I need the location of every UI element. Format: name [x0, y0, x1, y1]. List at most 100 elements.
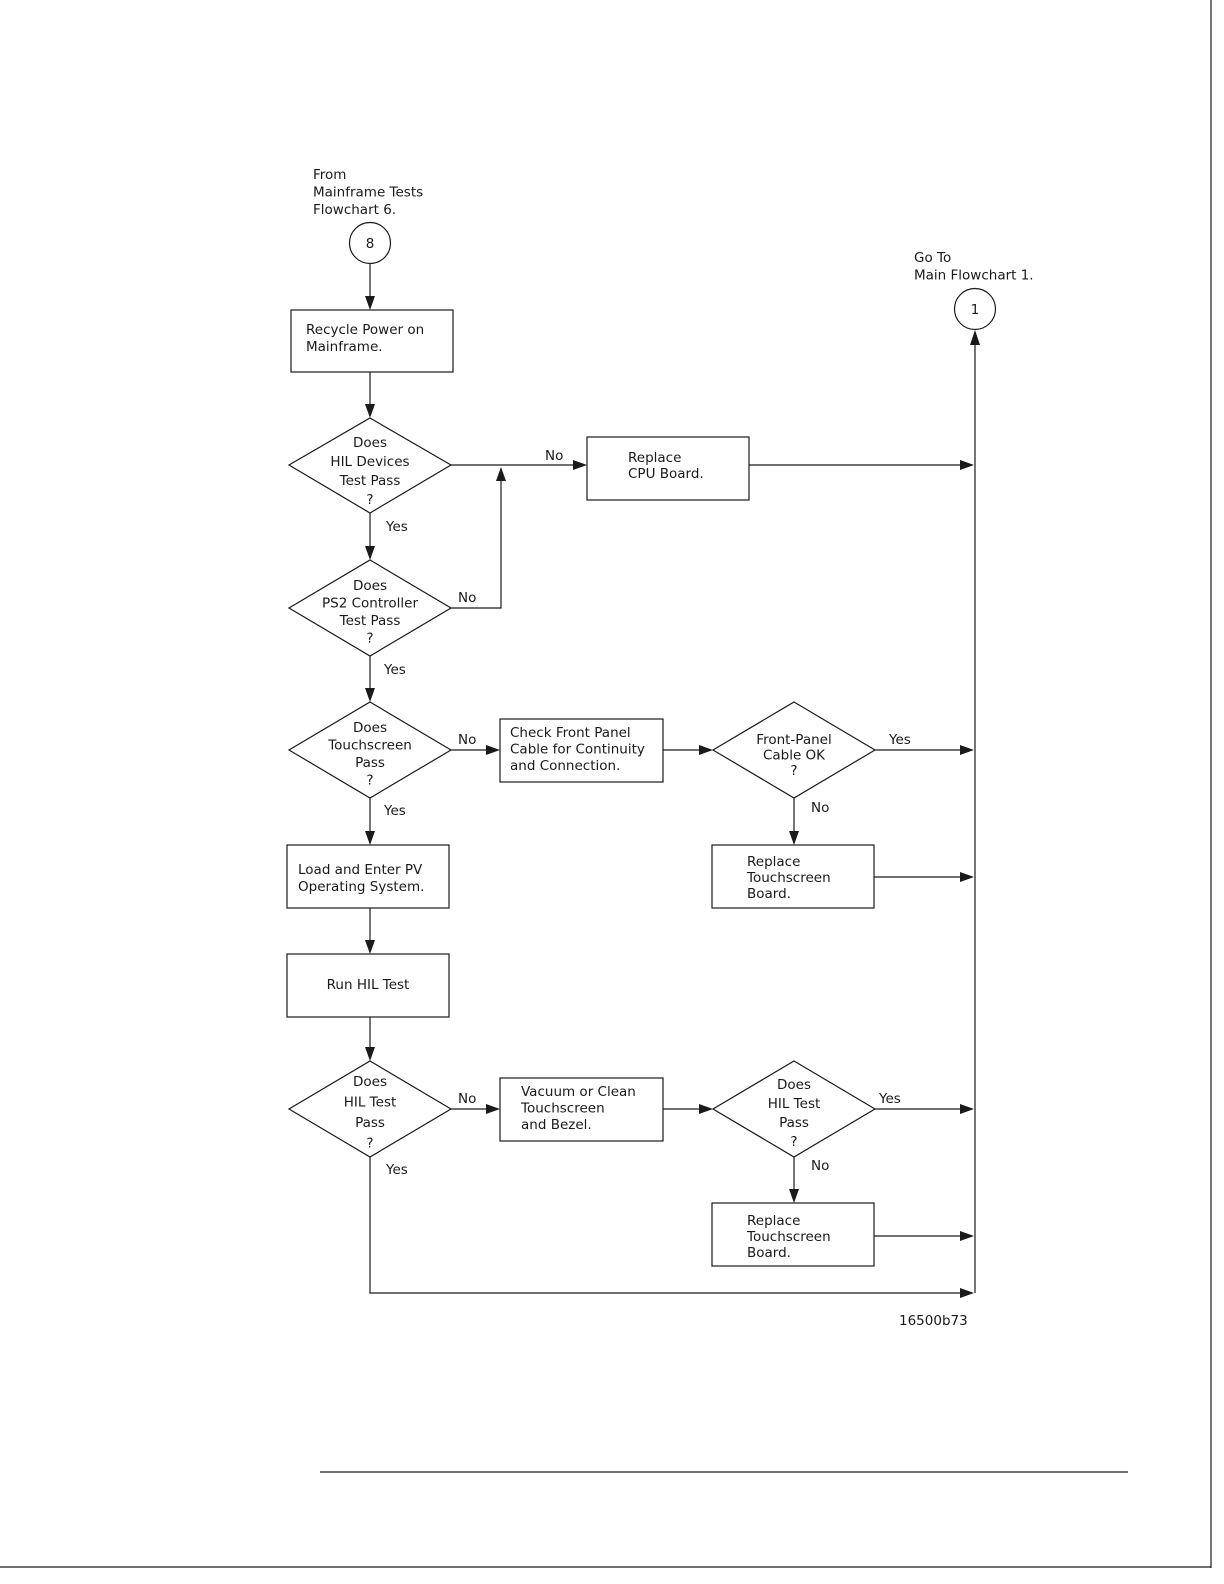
- text-line: Vacuum or Clean: [521, 1084, 636, 1100]
- arrowhead: [365, 940, 375, 954]
- arrowhead: [486, 745, 500, 755]
- arrowhead: [960, 460, 974, 470]
- arrowhead: [496, 467, 506, 481]
- text-line: Replace: [747, 854, 800, 870]
- text-line: CPU Board.: [628, 466, 704, 482]
- text-line: Test Pass: [339, 473, 401, 489]
- text-line: Load and Enter PV: [298, 862, 423, 878]
- text-line: Does: [353, 1074, 387, 1090]
- text-line: HIL Test: [344, 1095, 397, 1111]
- replace-touchscreen-box-2: [711, 1202, 875, 1267]
- arrowhead: [365, 296, 375, 310]
- text-line: and Connection.: [510, 758, 620, 774]
- text-line: Mainframe.: [306, 339, 383, 355]
- arrowhead: [960, 872, 974, 882]
- text-line: ?: [366, 1136, 373, 1152]
- arrowhead: [789, 831, 799, 845]
- text-line: HIL Devices: [330, 454, 409, 470]
- edge-label-cable-ok-yes: Yes: [888, 732, 911, 748]
- text-line: ?: [366, 773, 373, 789]
- edge-label-touchscreen-no: No: [458, 732, 476, 748]
- vacuum-clean-box: [499, 1077, 664, 1142]
- text-line: Board.: [747, 886, 791, 902]
- line-hiltest-yes: [369, 1157, 962, 1294]
- arrowhead: [789, 1189, 799, 1203]
- edge-label-ps2-yes: Yes: [383, 662, 406, 678]
- text-line: Pass: [355, 755, 385, 771]
- text-line: Check Front Panel: [510, 725, 631, 741]
- text-line: Recycle Power on: [306, 322, 424, 338]
- text-line: Touchscreen: [746, 870, 831, 886]
- edge-label-hil-test-yes: Yes: [385, 1162, 408, 1178]
- arrowhead: [960, 745, 974, 755]
- text-line: Does: [777, 1077, 811, 1093]
- text-line: Does: [353, 435, 387, 451]
- text-line: Flowchart 6.: [313, 202, 396, 218]
- from-connector-circle: [348, 221, 392, 265]
- goto-connector-label: Go To Main Flowchart 1.: [914, 250, 1034, 284]
- replace-touchscreen-box-1: [711, 844, 875, 909]
- edge-label-ps2-no: No: [458, 590, 476, 606]
- text-line: Operating System.: [298, 879, 424, 895]
- text-line: HIL Test: [768, 1096, 821, 1112]
- line-ps2-no: [451, 479, 502, 609]
- text-line: and Bezel.: [521, 1117, 592, 1133]
- text-line: From: [313, 167, 346, 183]
- text-line: Pass: [355, 1115, 385, 1131]
- arrowhead: [365, 688, 375, 702]
- edge-label-hil-devices-yes: Yes: [385, 519, 408, 535]
- load-os-box: [286, 844, 450, 909]
- goto-connector-number: 1: [971, 302, 980, 318]
- arrowhead: [699, 745, 713, 755]
- arrowhead: [970, 330, 980, 345]
- text-line: Run HIL Test: [327, 977, 410, 993]
- text-line: Mainframe Tests: [313, 185, 423, 201]
- text-line: Board.: [747, 1245, 791, 1261]
- text-line: ?: [790, 1134, 797, 1150]
- text-line: Does: [353, 720, 387, 736]
- text-line: Go To: [914, 250, 951, 266]
- run-hil-text: Run HIL Test: [327, 977, 410, 993]
- text-line: Cable OK: [763, 748, 826, 764]
- goto-connector-circle: [953, 287, 997, 331]
- text-line: Touchscreen: [327, 738, 412, 754]
- edge-label-hil-test-no: No: [458, 1091, 476, 1107]
- figure-id: 16500b73: [899, 1313, 968, 1329]
- text-line: PS2 Controller: [322, 596, 418, 612]
- edge-label-touchscreen-yes: Yes: [383, 803, 406, 819]
- text-line: ?: [366, 631, 373, 647]
- text-line: Front-Panel: [756, 732, 831, 748]
- text-line: Replace: [747, 1213, 800, 1229]
- from-connector-number: 8: [366, 236, 375, 252]
- text-line: Pass: [779, 1115, 809, 1131]
- recycle-power-box: [290, 309, 454, 373]
- arrowhead: [486, 1104, 500, 1114]
- text-line: Main Flowchart 1.: [914, 268, 1034, 284]
- arrowhead: [365, 546, 375, 560]
- arrowhead: [573, 460, 587, 470]
- arrowhead: [365, 404, 375, 418]
- replace-cpu-box: [586, 436, 750, 501]
- edge-label-hil-test-2-no: No: [811, 1158, 829, 1174]
- text-line: Does: [353, 578, 387, 594]
- edge-label-cable-ok-no: No: [811, 800, 829, 816]
- text-line: Touchscreen: [746, 1229, 831, 1245]
- arrowhead: [699, 1104, 713, 1114]
- arrowhead: [365, 831, 375, 845]
- text-line: Touchscreen: [520, 1101, 605, 1117]
